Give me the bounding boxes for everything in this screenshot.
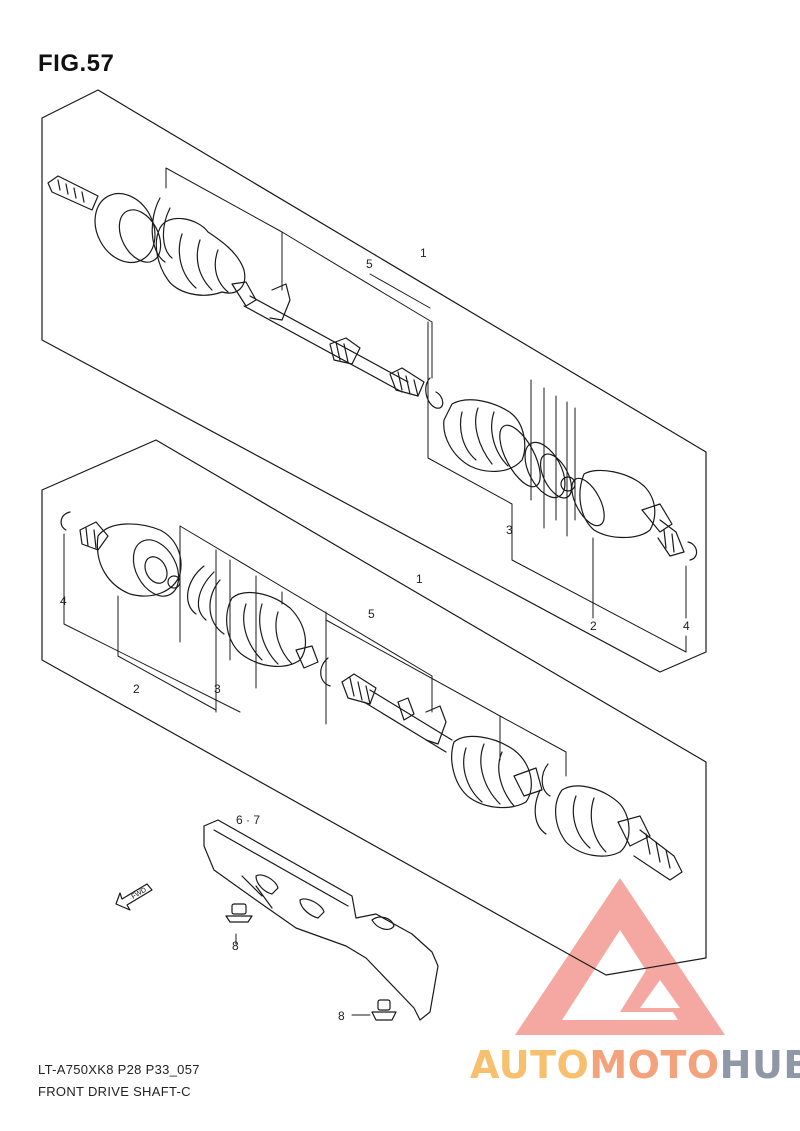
callout-bolt-upper: 8 xyxy=(232,939,239,953)
lower-inner-joint xyxy=(60,511,331,687)
fwd-arrow-icon: FWD xyxy=(115,883,153,911)
model-code: LT-A750XK8 P28 P33_057 xyxy=(38,1062,200,1077)
bolt-upper xyxy=(225,903,253,945)
callout-bolt-lower: 8 xyxy=(338,1009,345,1023)
lower-drive-shaft xyxy=(341,673,683,881)
skid-guard-plate xyxy=(203,819,439,1021)
callout-upper-shaft: 5 xyxy=(366,257,373,271)
brand-part-auto: AUTO xyxy=(470,1043,590,1087)
section-name: FRONT DRIVE SHAFT-C xyxy=(38,1084,191,1099)
callout-upper-outer-joint: 2 xyxy=(590,619,597,633)
triangle-m-logo-icon xyxy=(515,878,725,1035)
fwd-label: FWD xyxy=(131,887,148,901)
upper-lead-lines xyxy=(165,167,576,541)
upper-drive-shaft xyxy=(47,175,425,397)
upper-inner-boot xyxy=(425,377,698,561)
callout-lower-ring: 4 xyxy=(60,594,67,608)
callout-upper-boot-kit: 3 xyxy=(506,523,513,537)
brand-part-moto: MOTO xyxy=(589,1043,720,1087)
lower-assembly-frame xyxy=(41,439,707,976)
callout-lower-assembly: 1 xyxy=(416,572,423,586)
callout-lower-joint: 2 xyxy=(133,682,140,696)
lower-lead-lines xyxy=(63,525,567,777)
callout-lower-boot-kit: 3 xyxy=(214,682,221,696)
callout-upper-assembly: 1 xyxy=(420,246,427,260)
callout-lower-shaft: 5 xyxy=(368,607,375,621)
upper-bottom-leads xyxy=(511,537,687,653)
bolt-lower xyxy=(351,999,397,1021)
callout-guard: 6 · 7 xyxy=(236,813,260,827)
watermark-brand: AUTOMOTOHUB xyxy=(470,1043,800,1087)
upper-assembly-frame xyxy=(41,89,707,673)
brand-part-hub: HUB xyxy=(719,1043,800,1087)
callout-upper-ring: 4 xyxy=(683,619,690,633)
figure-title: FIG.57 xyxy=(38,50,115,77)
